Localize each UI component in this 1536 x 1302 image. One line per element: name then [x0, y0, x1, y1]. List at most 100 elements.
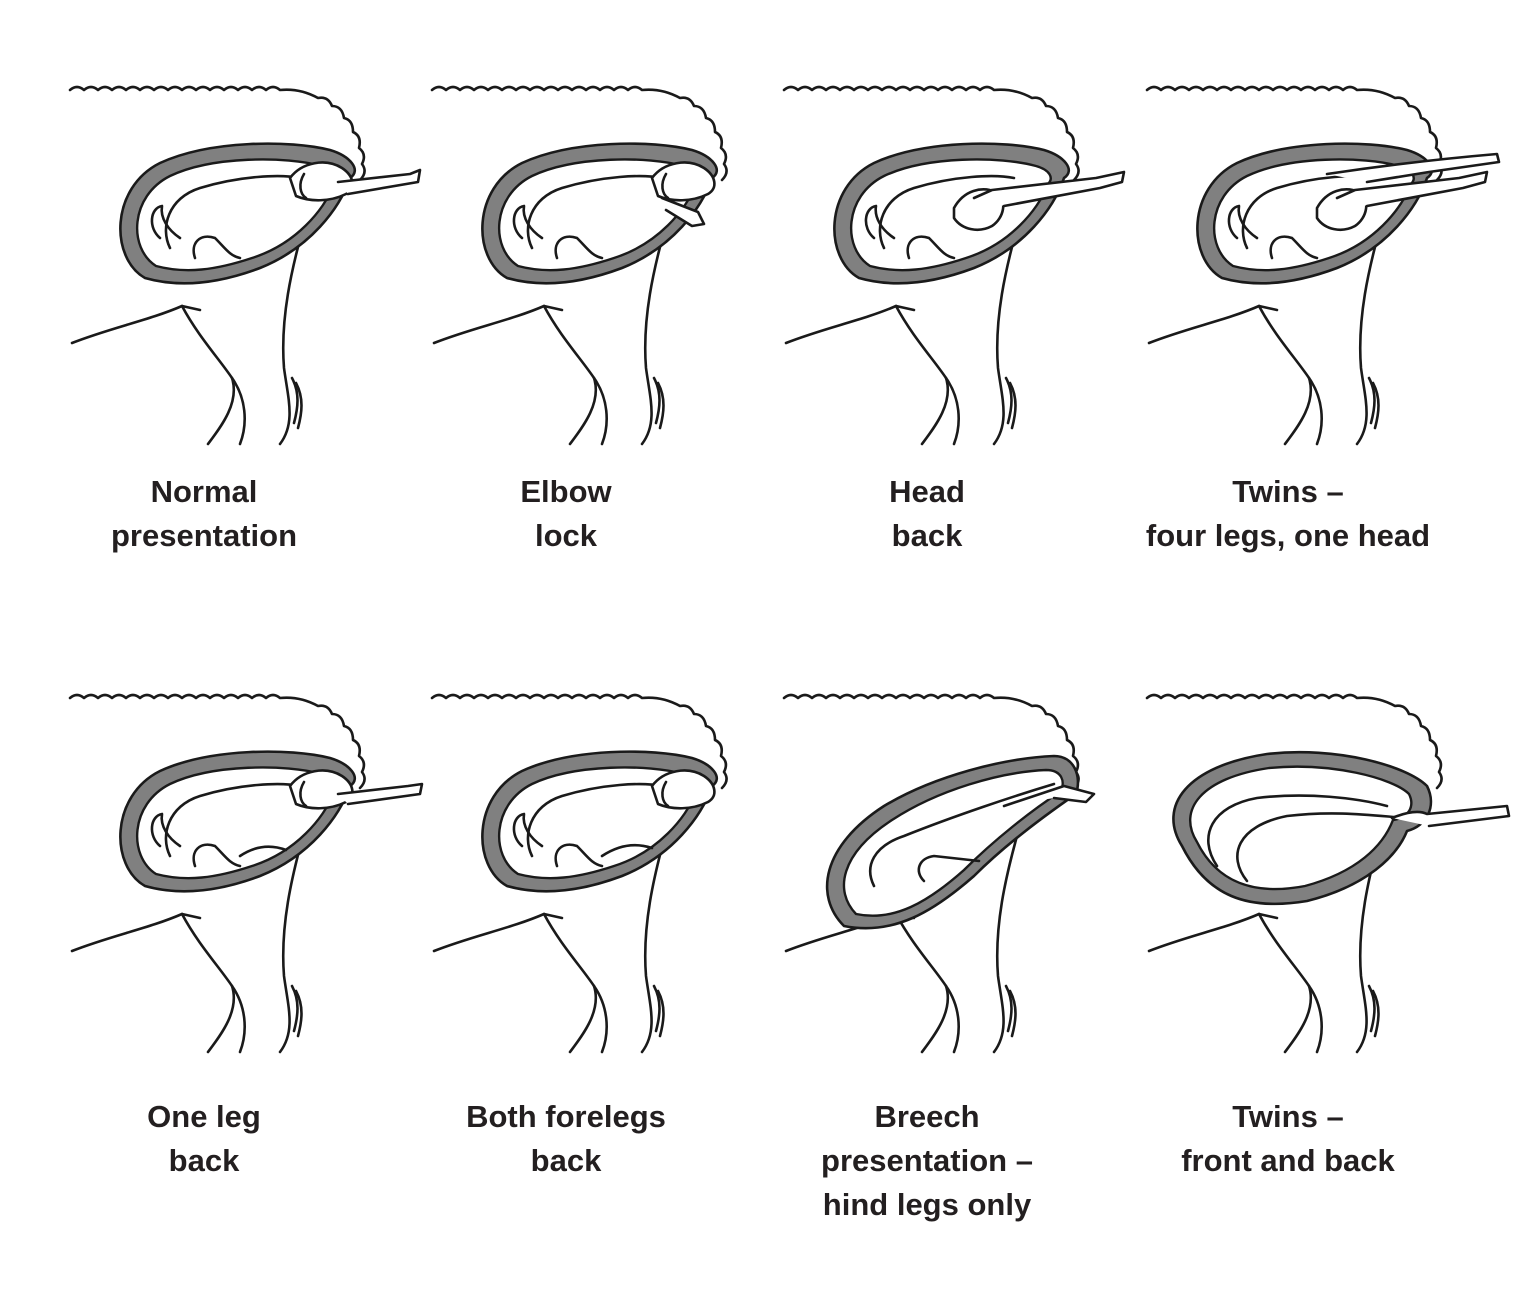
ewe-hind-leg-rear [992, 226, 1019, 446]
lamb-sac-inner [842, 768, 1064, 917]
lamb-tail [864, 204, 896, 240]
ewe-hind-leg-front [894, 304, 949, 446]
caption-line: back [531, 1143, 602, 1178]
caption-line: presentation – [821, 1143, 1033, 1178]
lamb-forelegs-out [1390, 804, 1511, 828]
ewe-hind-leg-inner [230, 984, 246, 1054]
ewe-hock-line [652, 984, 661, 1033]
lamb-back [526, 174, 664, 250]
ewe-hind-leg-inner [1307, 376, 1323, 446]
ewe-hind-leg-front [180, 304, 235, 446]
ewe-hock-line [290, 984, 299, 1033]
lamb-ear [661, 780, 670, 808]
lamb-tail [512, 204, 544, 240]
ewe-back-wool [782, 85, 1080, 182]
caption-line: Twins – [1232, 474, 1343, 509]
lamb-back [164, 782, 302, 858]
caption-line: hind legs only [823, 1187, 1032, 1222]
ewe-back-wool [1145, 693, 1443, 790]
lamb-back [878, 174, 1016, 250]
lamb-hind-leg [192, 235, 242, 260]
uterus-group [1172, 750, 1511, 906]
caption-line: back [892, 518, 963, 553]
lamb-hind-leg-folded [917, 854, 981, 883]
caption-twins-four-legs-one-head: Twins – four legs, one head [1146, 474, 1430, 553]
lamb-foreleg-back [238, 845, 288, 858]
ewe-belly-line [70, 912, 202, 953]
ewe-hind-leg-inner [230, 376, 246, 446]
uterus-group [119, 142, 422, 285]
ewe-hind-leg-front [894, 912, 949, 1054]
caption-line: One leg [147, 1099, 261, 1134]
ewe-back-wool [68, 693, 366, 790]
caption-line: Both forelegs [466, 1099, 666, 1134]
ewe-hind-leg-inner [944, 984, 960, 1054]
caption-line: lock [535, 518, 598, 553]
ewe-hind-leg-inner [592, 984, 608, 1054]
caption-one-leg-back: One leg back [147, 1099, 261, 1178]
twin-forelegs-out [1325, 152, 1501, 184]
ewe-back-wool [1145, 85, 1443, 182]
panel-head-back [782, 85, 1126, 446]
ewe-hind-leg-inner [944, 376, 960, 446]
ewe-belly-line [432, 304, 564, 345]
caption-line: Head [889, 474, 965, 509]
ewe-hock-line [1367, 984, 1376, 1033]
lamb-forelegs-out [336, 168, 422, 196]
panel-both-forelegs-back [430, 693, 728, 1054]
ewe-belly-line [1147, 304, 1279, 345]
ewe-hock-line-2 [656, 989, 665, 1038]
lamb-back [526, 782, 664, 858]
lamb-rear-twin [1207, 794, 1389, 868]
panel-twins-four-legs-one-head [1145, 85, 1501, 446]
lamb-ear [299, 172, 308, 200]
caption-line: front and back [1181, 1143, 1395, 1178]
lamb-hind-legs-out [1002, 784, 1096, 808]
ewe-hind-leg-front [1257, 912, 1312, 1054]
ewe-back-wool [430, 693, 728, 790]
lamb-head [650, 161, 716, 202]
ewe-hind-leg-rear [640, 834, 667, 1054]
panel-normal-presentation [68, 85, 422, 446]
lamb-tail [150, 812, 182, 848]
panel-breech-presentation [782, 693, 1096, 1054]
ewe-hind-leg-rear [992, 834, 1019, 1054]
uterus-group [481, 142, 719, 285]
ewe-hock-line-2 [294, 989, 303, 1038]
lamb-ear [299, 780, 308, 808]
ewe-hock-line [1004, 376, 1013, 425]
lamb-tail [1227, 204, 1259, 240]
lamb-hind-leg [192, 843, 242, 868]
caption-line: presentation [111, 518, 297, 553]
lamb-foreleg-out [336, 782, 424, 806]
ewe-belly-line [70, 304, 202, 345]
ewe-hind-leg-front [180, 912, 235, 1054]
ewe-hock-line-2 [1008, 381, 1017, 430]
lamb-hind-leg [554, 235, 604, 260]
ewe-hind-leg-rear [640, 226, 667, 446]
ewe-hind-leg-rear [278, 834, 305, 1054]
caption-head-back: Head back [889, 474, 965, 553]
ewe-belly-line [432, 912, 564, 953]
caption-twins-front-and-back: Twins – front and back [1181, 1099, 1395, 1178]
ewe-hock-line [1004, 984, 1013, 1033]
caption-line: back [169, 1143, 240, 1178]
caption-line: Twins – [1232, 1099, 1343, 1134]
lamb-ear [661, 172, 670, 200]
uterus-group [1196, 142, 1501, 285]
ewe-hock-line-2 [1371, 989, 1380, 1038]
panel-one-leg-back [68, 693, 424, 1054]
caption-both-forelegs-back: Both forelegs back [466, 1099, 666, 1178]
lamb-forelegs-elbow [660, 196, 706, 228]
caption-line: four legs, one head [1146, 518, 1430, 553]
ewe-hind-leg-inner [592, 376, 608, 446]
lamb-sac-inner [850, 158, 1052, 272]
uterus-group [481, 750, 719, 893]
ewe-hind-leg-rear [278, 226, 305, 446]
ewe-hock-line [1367, 376, 1376, 425]
ewe-hind-leg-rear [1355, 226, 1382, 446]
ewe-back-wool [68, 85, 366, 182]
